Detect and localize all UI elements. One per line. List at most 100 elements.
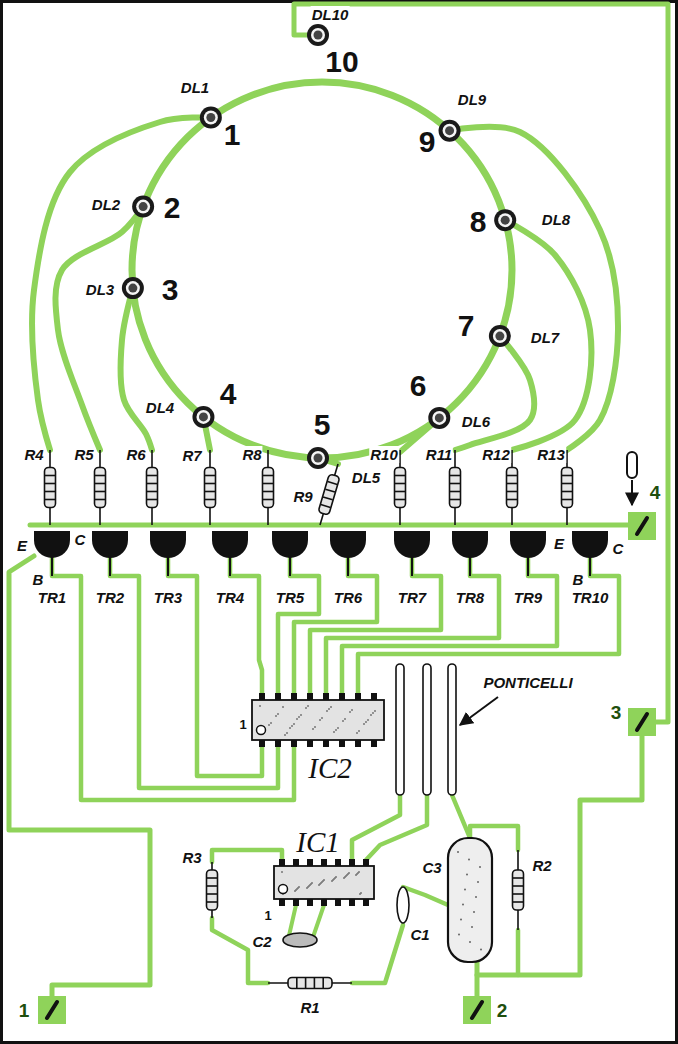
pad-number: 2 [496, 1000, 509, 1021]
resistor-band [314, 978, 316, 988]
ic-texture-dot [281, 871, 283, 873]
transistor-label: TR10 [571, 589, 610, 607]
ic-texture-dot [348, 872, 350, 874]
resistor-band [450, 491, 460, 493]
ic-texture-dot [335, 876, 337, 878]
position-number: 8 [469, 206, 488, 238]
pin-letter: B [32, 571, 45, 588]
resistor-band [507, 491, 517, 493]
transistor-label: TR6 [333, 589, 363, 606]
transistor-label: TR8 [455, 589, 485, 606]
ic-pin [259, 693, 265, 700]
copper-trace [212, 918, 268, 983]
ic-pin [293, 899, 299, 906]
position-number: 1 [223, 119, 242, 151]
ic-texture-dot [330, 706, 332, 708]
ic-texture-dot [322, 880, 324, 882]
resistor-label: R8 [241, 446, 262, 463]
resistor-symbol [207, 870, 218, 910]
led-symbol [307, 447, 329, 469]
resistor-label: R6 [125, 446, 146, 463]
ic-texture-dot [314, 726, 316, 728]
resistor-label: R4 [23, 446, 44, 464]
ic-texture-dot [298, 886, 300, 888]
capacitor-texture-dot [466, 874, 468, 876]
resistor-band [507, 483, 517, 485]
capacitor-texture-dot [464, 889, 466, 891]
ic-pin1-notch [279, 885, 288, 894]
ic-texture-dot [359, 893, 361, 895]
ic-texture-dot [289, 727, 291, 729]
resistor-band [513, 877, 523, 879]
resistor-band [205, 483, 215, 485]
pad-number: 4 [649, 482, 662, 503]
led-core [445, 126, 454, 135]
pin1-mark: 1 [238, 715, 247, 733]
copper-trace [366, 795, 427, 860]
ic-pin [339, 740, 345, 747]
resistor-symbol [205, 468, 216, 508]
ic-pin [307, 693, 313, 700]
led-label: DL4 [145, 399, 175, 417]
resistor-band [450, 483, 460, 485]
transistor-label: TR9 [513, 589, 543, 606]
resistor-band [95, 475, 105, 477]
resistor-label: R4 [23, 446, 44, 463]
resistor-band [205, 499, 215, 501]
position-number: 4 [219, 378, 238, 410]
ic-texture-dot [328, 708, 330, 710]
copper-trace [294, 4, 668, 722]
resistor-band [450, 475, 460, 477]
resistor-band [325, 489, 335, 492]
ic-pin [307, 740, 313, 747]
resistor-label: R3 [181, 849, 202, 866]
ic-pin [371, 740, 377, 747]
copper-trace [120, 288, 152, 450]
led-label: DL1 [180, 79, 210, 97]
copper-trace [52, 558, 294, 800]
pin-letter: B [572, 571, 585, 589]
resistor-body [45, 468, 56, 508]
ic-pin [279, 859, 285, 866]
led-symbol [439, 120, 461, 142]
ic-texture-dot [306, 887, 308, 889]
ic-texture-dot [337, 727, 339, 729]
position-number: 2 [163, 192, 182, 224]
ic-texture-dot [334, 877, 336, 879]
position-number: 5 [313, 409, 332, 441]
position-number: 9 [418, 126, 437, 158]
led-label: DL7 [530, 329, 560, 346]
ic-texture-dot [297, 887, 299, 889]
led-lens [311, 28, 325, 42]
component-layer [34, 24, 647, 1018]
ic-texture-dot [286, 732, 288, 734]
led-core [501, 216, 510, 225]
ic-texture-dot [351, 709, 353, 711]
ic-pin [363, 899, 369, 906]
ic-texture-dot [360, 892, 362, 894]
ic-texture-dot [349, 711, 351, 713]
resistor-band [205, 475, 215, 477]
resistor-symbol [147, 468, 158, 508]
ic-texture-dot [320, 882, 322, 884]
resistor-band [263, 475, 273, 477]
resistor-body [513, 870, 524, 910]
capacitor-label: C2 [251, 933, 272, 950]
pad-number: 1 [18, 1000, 31, 1021]
resistor-label: R5 [73, 446, 94, 464]
resistor-label: R9 [292, 488, 313, 506]
ic-pin [307, 859, 313, 866]
resistor-band [395, 491, 405, 493]
led-lens [311, 451, 325, 465]
resistor-symbol [318, 474, 340, 515]
copper-trace [505, 220, 591, 450]
led-label: DL10 [311, 6, 350, 23]
transistor-base-lead [229, 555, 231, 576]
ic-texture-dot [259, 705, 261, 707]
resistor-band [562, 491, 572, 493]
resistor-symbol [95, 468, 106, 508]
resistor-symbol [562, 468, 573, 508]
resistor-band [263, 491, 273, 493]
resistor-label: R7 [181, 447, 202, 465]
